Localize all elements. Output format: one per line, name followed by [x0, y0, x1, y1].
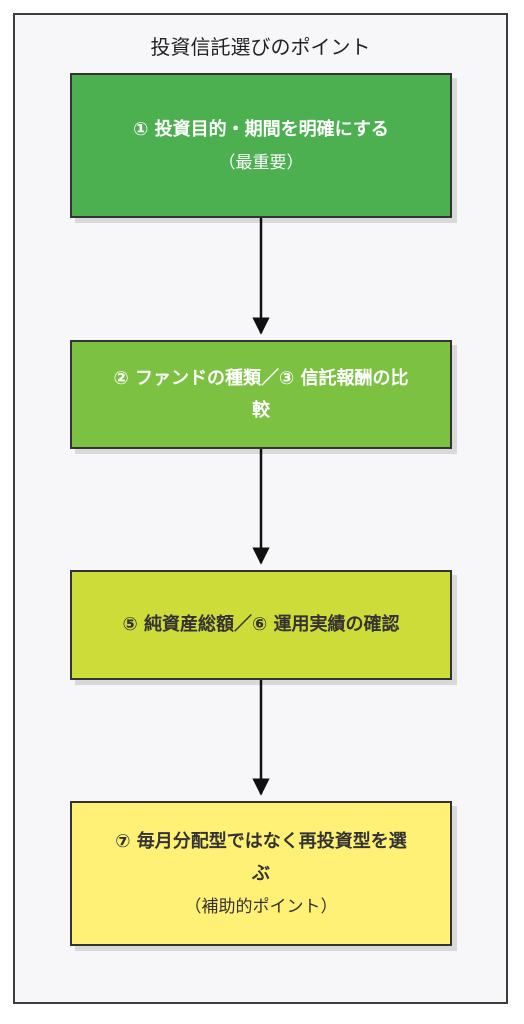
step-label: ② ファンドの種類／③ 信託報酬の比較 [113, 367, 409, 421]
step-box-reinvestment: ⑦ 毎月分配型ではなく再投資型を選ぶ （補助的ポイント） [70, 801, 452, 946]
step-box-purpose: ① 投資目的・期間を明確にする （最重要） [70, 73, 452, 218]
step-label: ⑤ 純資産総額／⑥ 運用実績の確認 [122, 614, 400, 635]
step-note: （最重要） [218, 152, 304, 173]
step-label: ⑦ 毎月分配型ではなく再投資型を選ぶ [115, 830, 407, 884]
step-box-fund-type-fees: ② ファンドの種類／③ 信託報酬の比較 [70, 340, 452, 449]
step-label: ① 投資目的・期間を明確にする [133, 118, 389, 140]
step-box-net-assets-performance: ⑤ 純資産総額／⑥ 運用実績の確認 [70, 570, 452, 680]
step-note: （補助的ポイント） [184, 896, 338, 917]
diagram-title: 投資信託選びのポイント [150, 35, 371, 59]
